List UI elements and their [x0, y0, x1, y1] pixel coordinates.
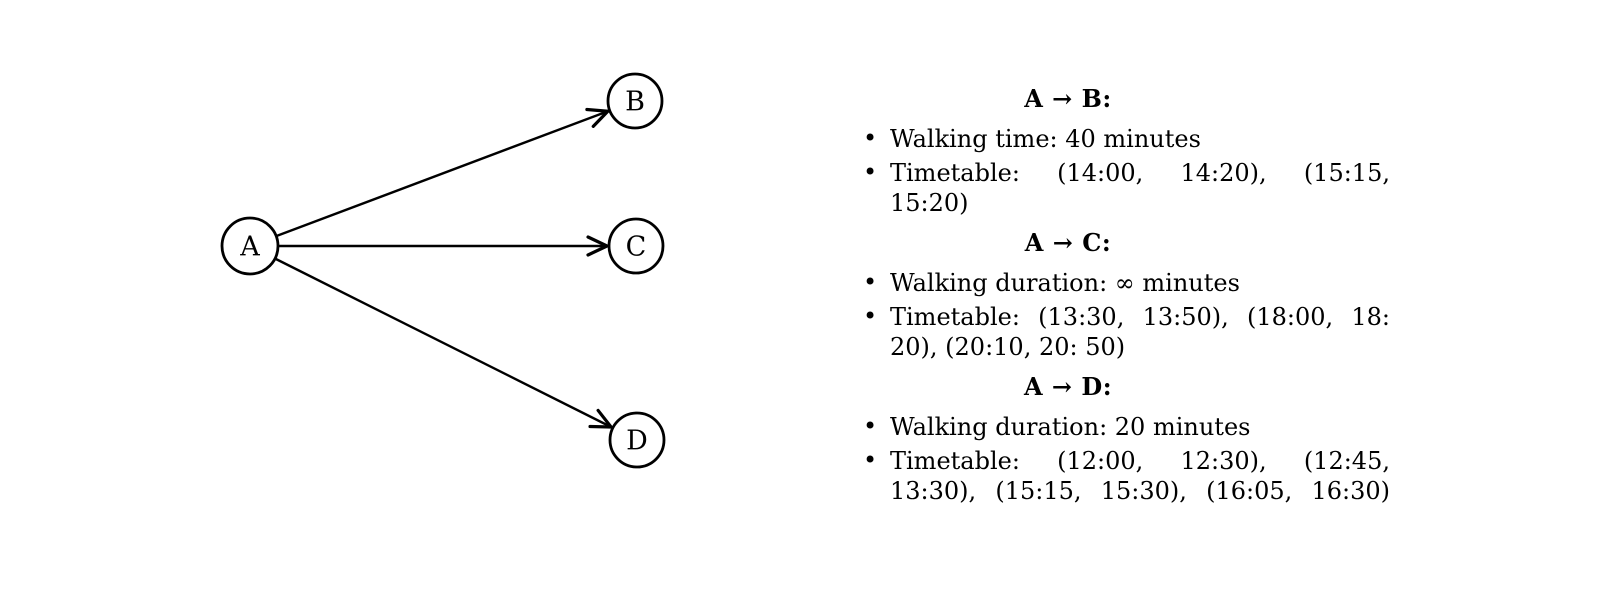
text-line: Timetable: (13:30, 13:50), (18:00, 18:	[890, 302, 1390, 332]
word: (14:00,	[1057, 159, 1144, 187]
word: (18:00,	[1246, 303, 1334, 331]
word: Timetable:	[890, 303, 1020, 331]
node-label-B: B	[625, 87, 645, 118]
node-label-A: A	[239, 232, 260, 263]
text-line: 15:20)	[890, 189, 969, 217]
edge-details: A → B: • Walking time: 40 minutes • Timetabl…	[863, 84, 1390, 510]
word: (16:05,	[1206, 477, 1293, 505]
edge-heading: A → B:	[1024, 84, 1112, 113]
word: 13:30),	[890, 477, 977, 505]
bullet-item: • Timetable: (14:00, 14:20), (15:15, 15:20)	[863, 158, 1390, 218]
edge-heading: A → D:	[1023, 372, 1113, 401]
graph-diagram: A B C D	[220, 72, 666, 469]
bullet-marker-icon: •	[863, 124, 878, 152]
text-line: Walking time: 40 minutes	[890, 125, 1201, 153]
bullet-marker-icon: •	[863, 446, 878, 474]
text-line: Timetable: (14:00, 14:20), (15:15,	[890, 158, 1390, 188]
text-line: Walking duration: ∞ minutes	[890, 269, 1240, 297]
bullet-item: • Timetable: (13:30, 13:50), (18:00, 18: 20), …	[863, 302, 1390, 362]
node-D	[608, 411, 666, 469]
word: 15:30),	[1100, 477, 1187, 505]
word: 12:30),	[1180, 447, 1267, 475]
word: 16:30)	[1311, 477, 1390, 505]
node-label-C: C	[626, 232, 647, 263]
bullet-item: • Walking duration: 20 minutes	[863, 412, 1390, 442]
word: (12:45,	[1303, 447, 1390, 475]
node-C	[607, 217, 665, 275]
text-line: 20), (20:10, 20: 50)	[890, 333, 1126, 361]
bullet-marker-icon: •	[863, 268, 878, 296]
word: (15:15,	[1303, 159, 1390, 187]
word: 13:50),	[1142, 303, 1229, 331]
word: Timetable:	[890, 159, 1020, 187]
node-label-D: D	[626, 426, 648, 457]
word: (13:30,	[1038, 303, 1125, 331]
bullet-marker-icon: •	[863, 302, 878, 330]
word: (15:15,	[995, 477, 1082, 505]
text-line: Timetable: (12:00, 12:30), (12:45,	[890, 446, 1390, 476]
node-B	[606, 72, 664, 130]
edge-A-D	[275, 257, 613, 429]
text-line: 13:30), (15:15, 15:30), (16:05, 16:30)	[890, 476, 1390, 506]
node-A	[220, 216, 280, 276]
text-line: Walking duration: 20 minutes	[890, 413, 1251, 441]
bullet-item: • Walking time: 40 minutes	[863, 124, 1390, 154]
edge-layer	[275, 107, 613, 429]
word: (12:00,	[1057, 447, 1144, 475]
node-layer: A B C D	[220, 72, 666, 469]
bullet-marker-icon: •	[863, 412, 878, 440]
bullet-item: • Timetable: (12:00, 12:30), (12:45, 13:30), (…	[863, 446, 1390, 506]
word: Timetable:	[890, 447, 1020, 475]
word: 14:20),	[1180, 159, 1267, 187]
edge-A-B	[276, 107, 610, 237]
bullet-item: • Walking duration: ∞ minutes	[863, 268, 1390, 298]
bullet-marker-icon: •	[863, 158, 878, 186]
edge-heading: A → C:	[1024, 228, 1112, 257]
word: 18:	[1351, 303, 1390, 331]
